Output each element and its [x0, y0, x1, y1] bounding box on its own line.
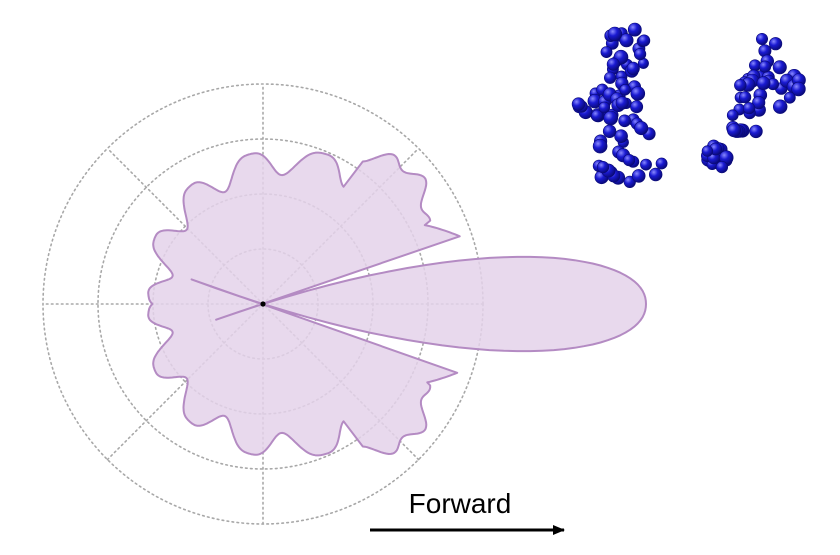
forward-arrow: Forward [370, 488, 565, 535]
radiation-pattern-shape [147, 151, 647, 457]
particle-sphere [571, 97, 586, 111]
particle-cluster [571, 22, 806, 188]
particle-sphere [756, 76, 771, 90]
particle-sphere [607, 26, 623, 42]
particle-sphere [772, 60, 787, 75]
particle-sphere [791, 81, 806, 97]
particle-sphere [592, 138, 608, 154]
particle-sphere [758, 60, 772, 73]
particle-sphere [715, 161, 729, 174]
particle-sphere [598, 101, 611, 114]
particle-sphere [619, 33, 634, 48]
particle-sphere [648, 167, 663, 182]
particle-sphere [603, 71, 617, 84]
particle-sphere [634, 121, 649, 136]
particle-sphere [748, 59, 761, 72]
particle-sphere [734, 78, 747, 92]
particle-sphere [742, 102, 756, 115]
particle-sphere [627, 22, 642, 37]
particle-sphere [637, 34, 651, 47]
particle-sphere [602, 124, 617, 139]
particle-sphere [619, 83, 631, 96]
particle-sphere [726, 109, 739, 121]
particle-sphere [622, 154, 636, 167]
particle-sphere [630, 100, 644, 114]
particle-sphere [606, 57, 620, 71]
particle-sphere [783, 91, 796, 104]
particle-sphere [640, 158, 652, 171]
forward-label: Forward [409, 488, 512, 519]
particle-sphere [655, 157, 668, 170]
particle-sphere [618, 114, 631, 128]
particle-sphere [772, 99, 788, 114]
particle-sphere [626, 61, 640, 76]
particle-sphere [726, 123, 741, 138]
particle-sphere [752, 95, 766, 110]
particle-sphere [630, 86, 646, 101]
particle-sphere [590, 109, 604, 122]
particle-sphere [701, 145, 714, 157]
particle-sphere [615, 96, 629, 110]
particle-sphere [738, 91, 752, 104]
particle-sphere [749, 124, 763, 139]
particle-sphere [755, 32, 768, 45]
origin-dot [260, 301, 266, 307]
particle-sphere [614, 129, 628, 143]
particle-sphere [596, 161, 610, 174]
particle-sphere [603, 110, 619, 126]
particle-sphere [600, 46, 613, 58]
particle-sphere [631, 169, 646, 183]
particle-sphere [768, 37, 783, 51]
particle-sphere [633, 47, 647, 61]
